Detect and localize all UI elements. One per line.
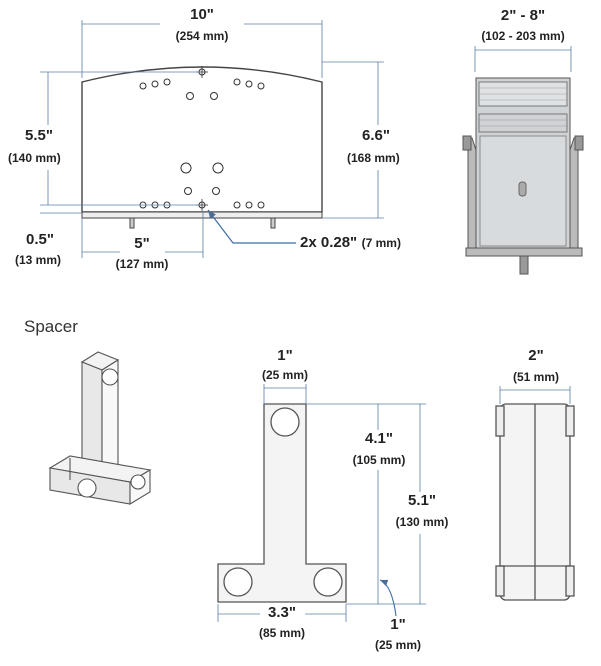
device-slot: [518, 181, 527, 197]
mounting-plate-drawing: [81, 66, 323, 229]
range-label: 2" - 8": [500, 7, 546, 24]
hole-size-in: 2x 0.28": [300, 234, 358, 251]
spacer-base-width-mm-label: (85 mm): [258, 626, 306, 640]
width-label: 10": [190, 6, 214, 23]
hole-callout-arrow: [207, 209, 296, 244]
spacer-upper-height-mm-label: (105 mm): [352, 453, 406, 467]
spacer-side-dimension: [499, 386, 571, 404]
range-mm-label: (102 - 203 mm): [481, 29, 565, 43]
plate-foot-left: [129, 217, 135, 229]
spacer-base-height-mm-label: (25 mm): [374, 638, 422, 652]
mounting-plate-outline: [81, 66, 323, 213]
spacer-total-height-label: 5.1": [408, 492, 436, 509]
bracket-right-arm: [569, 137, 579, 253]
spacer-front-drawing: [217, 403, 347, 603]
foot-height-mm-label: (13 mm): [15, 253, 62, 267]
hole-spacing-mm-label: (127 mm): [115, 257, 169, 271]
spacer-total-height-mm-label: (130 mm): [395, 515, 449, 529]
spacer-depth-label: 2": [528, 347, 544, 364]
bracket-base: [465, 247, 583, 257]
spacer-title: Spacer: [24, 317, 78, 336]
plate-foot-right: [270, 217, 276, 229]
spacer-top-width-mm-label: (25 mm): [261, 368, 309, 382]
spacer-base-height-label: 1": [390, 616, 406, 633]
height-label: 5.5": [25, 127, 53, 144]
spacer-side-drawing: [495, 403, 575, 601]
hole-spacing-label: 5": [134, 235, 150, 252]
spacer-3d-drawing: [48, 351, 152, 505]
mounting-plate-base: [81, 211, 323, 219]
full-height-label: 6.6": [362, 127, 390, 144]
spacer-depth-mm-label: (51 mm): [512, 370, 560, 384]
foot-height-label: 0.5": [26, 231, 54, 248]
device-vent-mid: [478, 113, 568, 133]
width-mm-label: (254 mm): [175, 29, 229, 43]
spacer-base-width-label: 3.3": [268, 604, 296, 621]
full-height-mm-label: (168 mm): [347, 151, 400, 165]
bracket-left-arm: [467, 137, 477, 253]
hole-size-mm: (7 mm): [361, 236, 401, 250]
plate-dimension-lines: [40, 20, 384, 258]
plate-center-holes: [180, 162, 224, 195]
spacer-dimension-lines: [217, 384, 426, 622]
spacer-top-width-label: 1": [277, 347, 293, 364]
base-height-callout-arrow: [379, 579, 397, 617]
spacer-upper-height-label: 4.1": [365, 430, 393, 447]
bracket-knob: [519, 255, 529, 275]
side-bracket-drawing: [462, 46, 584, 275]
hole-size-label: 2x 0.28" (7 mm): [300, 235, 401, 251]
height-mm-label: (140 mm): [8, 151, 61, 165]
